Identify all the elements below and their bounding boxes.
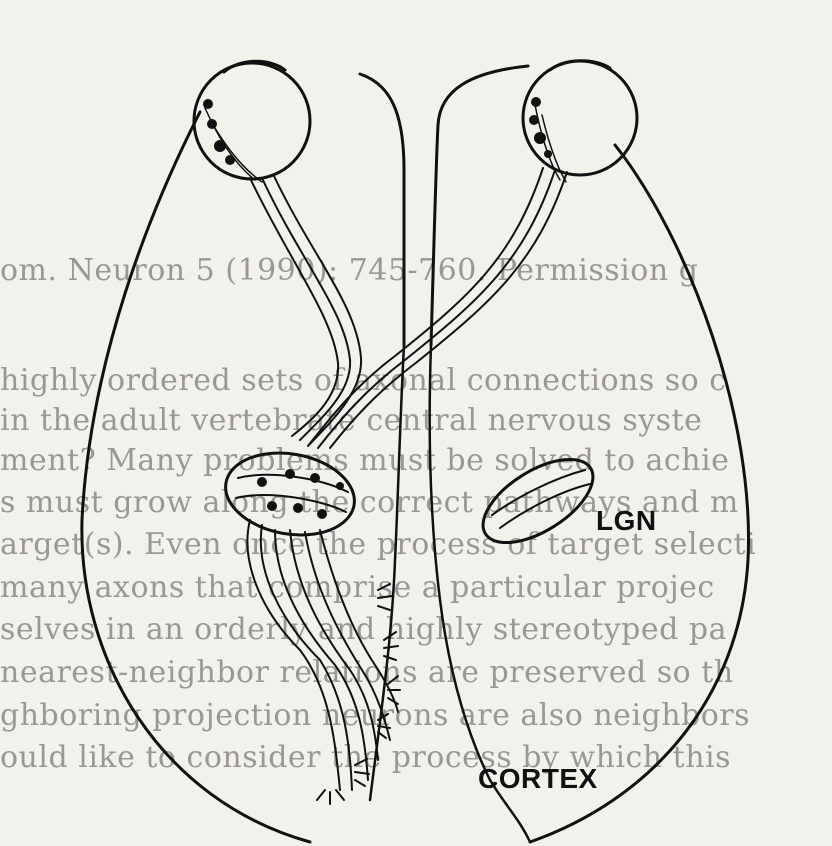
midline-left (360, 74, 404, 345)
lgn-neurons (257, 469, 344, 519)
terminal-branch (317, 790, 344, 804)
left-optic-nerve (250, 178, 338, 436)
lgn-left-layer (236, 495, 346, 512)
left-optic-nerve (274, 176, 361, 446)
right-eye (523, 61, 637, 175)
lgn-right-layer (492, 470, 585, 515)
right-optic-nerve (318, 170, 555, 448)
left-hemisphere-outline (82, 112, 310, 842)
terminal-branch (384, 632, 398, 660)
left-optic-nerve (262, 178, 350, 440)
lgn-right (470, 443, 607, 560)
radiation-axon (275, 530, 368, 780)
cortex-label: CORTEX (478, 763, 598, 795)
lgn-right-layer (500, 484, 590, 528)
radiation-axon (305, 532, 390, 740)
left-retina-cells (203, 99, 235, 165)
midline-right (431, 66, 528, 345)
right-optic-nerve (308, 168, 543, 446)
lgn-label: LGN (596, 505, 657, 537)
radiation-axon (290, 530, 378, 760)
terminal-branch (378, 584, 392, 610)
